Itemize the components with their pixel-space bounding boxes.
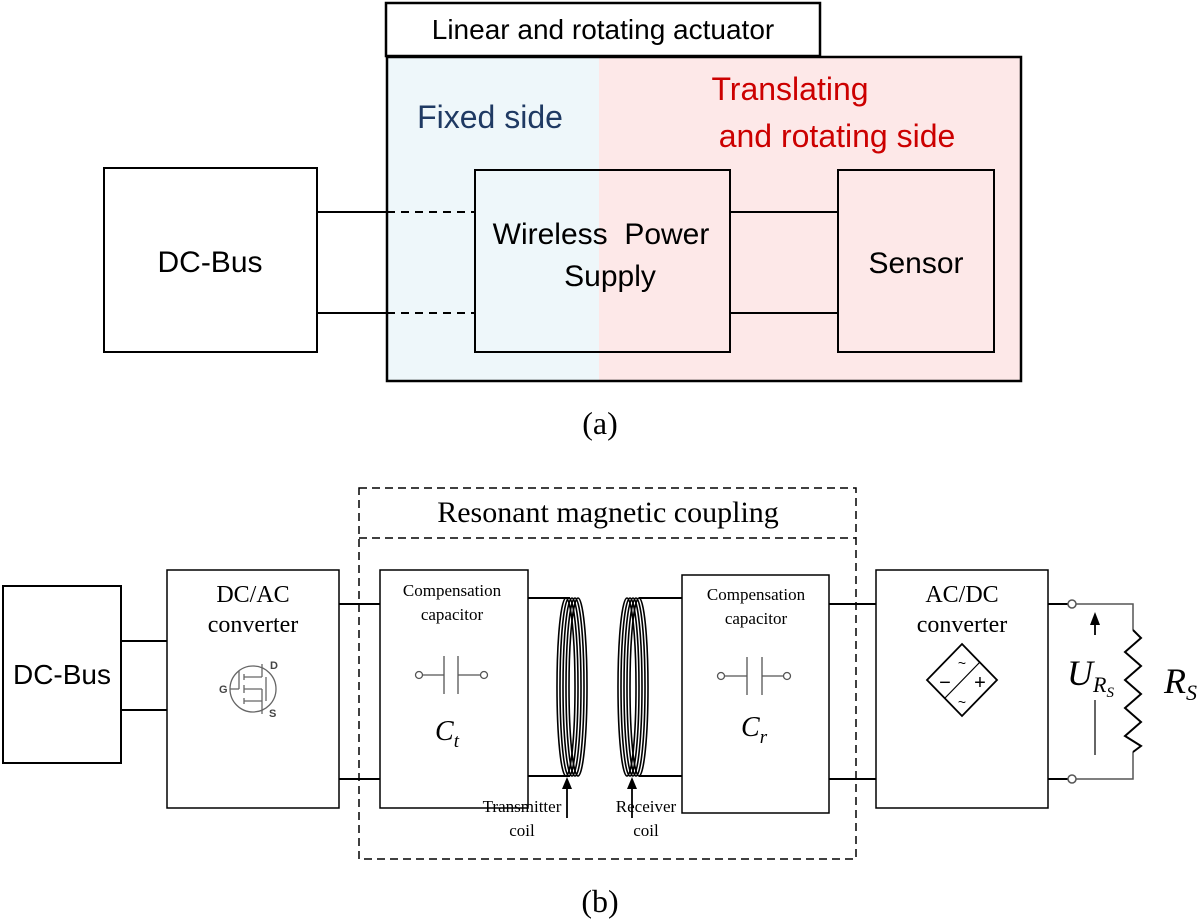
caption-a: (a) bbox=[582, 405, 618, 441]
comp-capacitor-r-box bbox=[681, 574, 830, 814]
rx-label-line2: coil bbox=[633, 821, 659, 840]
voltage-label: URS bbox=[1067, 653, 1114, 701]
panel-a: Linear and rotating actuator Fixed side … bbox=[103, 1, 1023, 441]
receiver-coil-icon bbox=[617, 597, 649, 777]
rectifier-plus: + bbox=[974, 672, 986, 694]
capacitor-r-icon bbox=[716, 657, 792, 695]
load-wire-top bbox=[1076, 603, 1134, 630]
tx-label-line1: Transmitter bbox=[483, 797, 562, 816]
dcac-label-line2: converter bbox=[208, 612, 299, 638]
actuator-title: Linear and rotating actuator bbox=[432, 14, 774, 45]
rx-label-line1: Receiver bbox=[616, 797, 677, 816]
capacitor-t-icon bbox=[414, 656, 489, 694]
wps-box bbox=[474, 169, 731, 353]
comp-r-label-line2: capacitor bbox=[725, 609, 788, 628]
coupling-frame bbox=[358, 487, 857, 860]
actuator-box bbox=[385, 55, 1023, 383]
dc-bus-label-a: DC-Bus bbox=[157, 246, 262, 279]
fixed-side-region bbox=[387, 57, 599, 381]
dcac-converter-box bbox=[166, 569, 340, 809]
terminal-bottom bbox=[1067, 774, 1077, 784]
comp-capacitor-t-box bbox=[379, 569, 529, 809]
caption-b: (b) bbox=[581, 883, 618, 919]
acdc-converter-box bbox=[875, 569, 1049, 809]
dc-bus-label-b: DC-Bus bbox=[13, 659, 111, 690]
transmitter-coil-icon bbox=[556, 597, 588, 777]
tx-label-line2: coil bbox=[509, 821, 535, 840]
terminal-top bbox=[1067, 599, 1077, 609]
fixed-side-label: Fixed side bbox=[417, 99, 563, 135]
rectifier-tilde-bottom: ~ bbox=[958, 694, 966, 710]
rotating-side-label-line1: Translating bbox=[711, 71, 868, 107]
mosfet-icon bbox=[229, 664, 277, 714]
resistor-label: RS bbox=[1163, 661, 1197, 705]
rectifier-minus: − bbox=[939, 672, 951, 694]
ct-symbol: Ct bbox=[435, 716, 460, 752]
dcac-label-line1: DC/AC bbox=[216, 582, 289, 608]
cr-symbol: Cr bbox=[741, 712, 768, 748]
wps-label-line2: Supply bbox=[564, 260, 656, 293]
comp-t-label-line1: Compensation bbox=[403, 581, 502, 600]
actuator-title-box bbox=[384, 1, 822, 58]
coupling-title: Resonant magnetic coupling bbox=[437, 496, 779, 529]
transmitter-arrow-icon bbox=[562, 777, 572, 818]
mosfet-g-label: G bbox=[219, 684, 228, 696]
rectifier-icon bbox=[925, 642, 999, 718]
sensor-label: Sensor bbox=[868, 247, 963, 280]
acdc-label-line1: AC/DC bbox=[925, 582, 998, 608]
dc-bus-box-b bbox=[2, 585, 122, 764]
dc-bus-box-a bbox=[103, 167, 318, 353]
comp-t-label-line2: capacitor bbox=[421, 605, 484, 624]
sensor-box bbox=[837, 169, 995, 353]
panel-b: Resonant magnetic coupling DC-Bus DC/AC … bbox=[2, 487, 1197, 919]
receiver-arrow-icon bbox=[627, 777, 637, 818]
load-wire-bottom bbox=[1076, 752, 1134, 780]
rectifier-tilde-top: ~ bbox=[958, 655, 966, 671]
voltage-arrow-icon bbox=[1090, 612, 1100, 755]
mosfet-d-label: D bbox=[270, 660, 278, 672]
rotating-side-region bbox=[599, 57, 1021, 381]
rotating-side-label-line2: and rotating side bbox=[719, 118, 956, 154]
wps-label-line1: Wireless Power bbox=[493, 218, 710, 251]
acdc-label-line2: converter bbox=[917, 612, 1008, 638]
resistor-icon bbox=[1123, 629, 1143, 753]
comp-r-label-line1: Compensation bbox=[707, 585, 806, 604]
mosfet-s-label: S bbox=[269, 708, 276, 720]
